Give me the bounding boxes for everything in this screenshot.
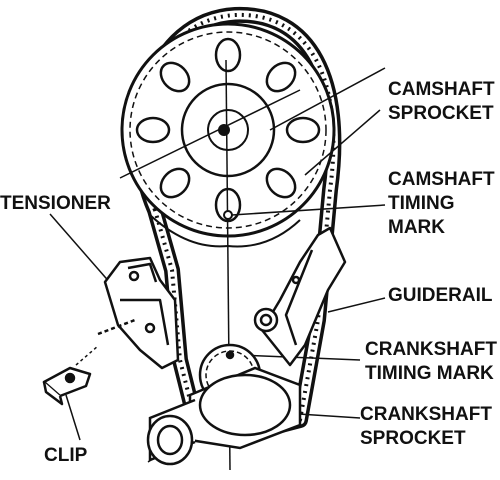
label-crankshaft-timing-mark-line1: CRANKSHAFT [365,339,497,360]
label-camshaft-timing-mark-line3: MARK [388,217,445,238]
label-crankshaft-timing-mark-line2: TIMING MARK [365,363,494,384]
label-tensioner: TENSIONER [0,193,111,214]
label-crankshaft-sprocket: CRANKSHAFT SPROCKET [360,403,492,451]
label-camshaft-timing-mark: CAMSHAFT TIMING MARK [388,168,495,240]
label-camshaft-sprocket-line1: CAMSHAFT [388,79,495,100]
label-clip: CLIP [44,445,88,466]
clip [42,345,99,406]
guiderail [253,226,347,367]
label-crankshaft-sprocket-line1: CRANKSHAFT [360,404,492,425]
label-camshaft-sprocket: CAMSHAFT SPROCKET [388,78,495,126]
camshaft-timing-dot [223,210,233,220]
label-camshaft-timing-mark-line1: CAMSHAFT [388,169,495,190]
label-guiderail: GUIDERAIL [388,285,493,306]
label-camshaft-timing-mark-line2: TIMING [388,193,455,214]
crankshaft-sprocket [146,343,302,466]
label-camshaft-sprocket-line2: SPROCKET [388,103,494,124]
tensioner [97,256,180,370]
label-crankshaft-timing-mark: CRANKSHAFT TIMING MARK [365,338,497,386]
label-crankshaft-sprocket-line2: SPROCKET [360,428,466,449]
